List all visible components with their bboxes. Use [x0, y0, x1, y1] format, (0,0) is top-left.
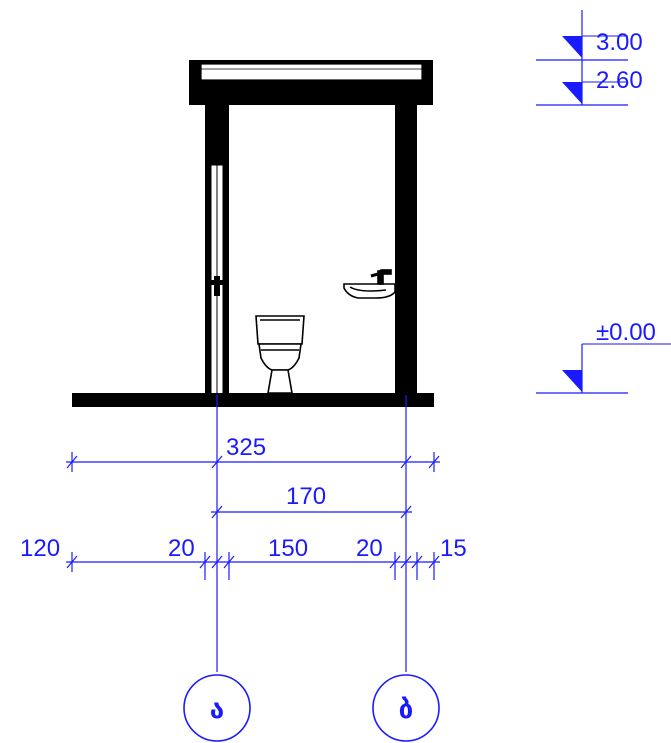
- left-partition-frame-inner: [223, 165, 229, 395]
- axis-markers: ა ბ: [183, 674, 440, 742]
- level-0-00-triangle: [562, 370, 582, 392]
- right-wall: [395, 105, 417, 395]
- dim-chain-tick-434: [428, 555, 440, 569]
- left-wall-upper: [205, 105, 229, 165]
- washbasin-rim: [349, 286, 387, 292]
- axis-marker-left: [183, 674, 251, 742]
- dim-120-label: 120: [20, 535, 60, 562]
- level-2-60-triangle: [562, 82, 582, 104]
- toilet-pedestal: [267, 369, 293, 394]
- washbasin: [343, 269, 396, 299]
- toilet: [255, 315, 305, 394]
- dim-chain-tick-0: [66, 555, 78, 569]
- faucet-handle: [380, 269, 392, 275]
- dim-325-tick-left: [66, 455, 78, 469]
- dim-chain-tick-395: [389, 555, 401, 569]
- dim-20-left-label: 20: [168, 535, 195, 562]
- dim-chain-tick-229: [223, 555, 235, 569]
- dim-chain-tick-417: [411, 555, 423, 569]
- dim-20-right-label: 20: [356, 535, 383, 562]
- level-0-00-label: ±0.00: [596, 319, 656, 346]
- axis-marker-right-label: ბ: [399, 695, 414, 725]
- axis-marker-right: [372, 674, 440, 742]
- toilet-bowl: [258, 343, 302, 371]
- toilet-tank: [255, 315, 305, 345]
- dim-chain-tick-406: [400, 555, 412, 569]
- faucet-spout: [370, 272, 379, 278]
- dim-chain-tick-217: [211, 555, 223, 569]
- dim-15-label: 15: [440, 535, 467, 562]
- level-3-00-triangle: [562, 36, 582, 58]
- axis-marker-left-label: ა: [210, 695, 224, 725]
- level-3-00-label: 3.00: [596, 29, 643, 56]
- left-partition-frame-outer: [205, 165, 211, 395]
- dim-170-tick-left: [211, 505, 223, 519]
- dimensions: 325 170 120 20 150 20 15: [20, 395, 467, 672]
- floor-slab: [72, 393, 434, 407]
- dim-325-tick-axis-right: [400, 455, 412, 469]
- dim-170-label: 170: [286, 483, 326, 510]
- dim-325-label: 325: [226, 434, 266, 461]
- dim-chain-tick-205: [199, 555, 211, 569]
- dim-325-tick-right: [428, 455, 440, 469]
- level-markers: 3.00 2.60 ±0.00: [536, 10, 671, 394]
- dim-150-label: 150: [268, 535, 308, 562]
- structure: [72, 60, 434, 407]
- door-handle-stem: [214, 276, 220, 296]
- dim-170-tick-right: [400, 505, 412, 519]
- level-2-60-label: 2.60: [596, 67, 643, 94]
- dim-325-tick-axis-left: [211, 455, 223, 469]
- roof-insulation: [200, 63, 423, 81]
